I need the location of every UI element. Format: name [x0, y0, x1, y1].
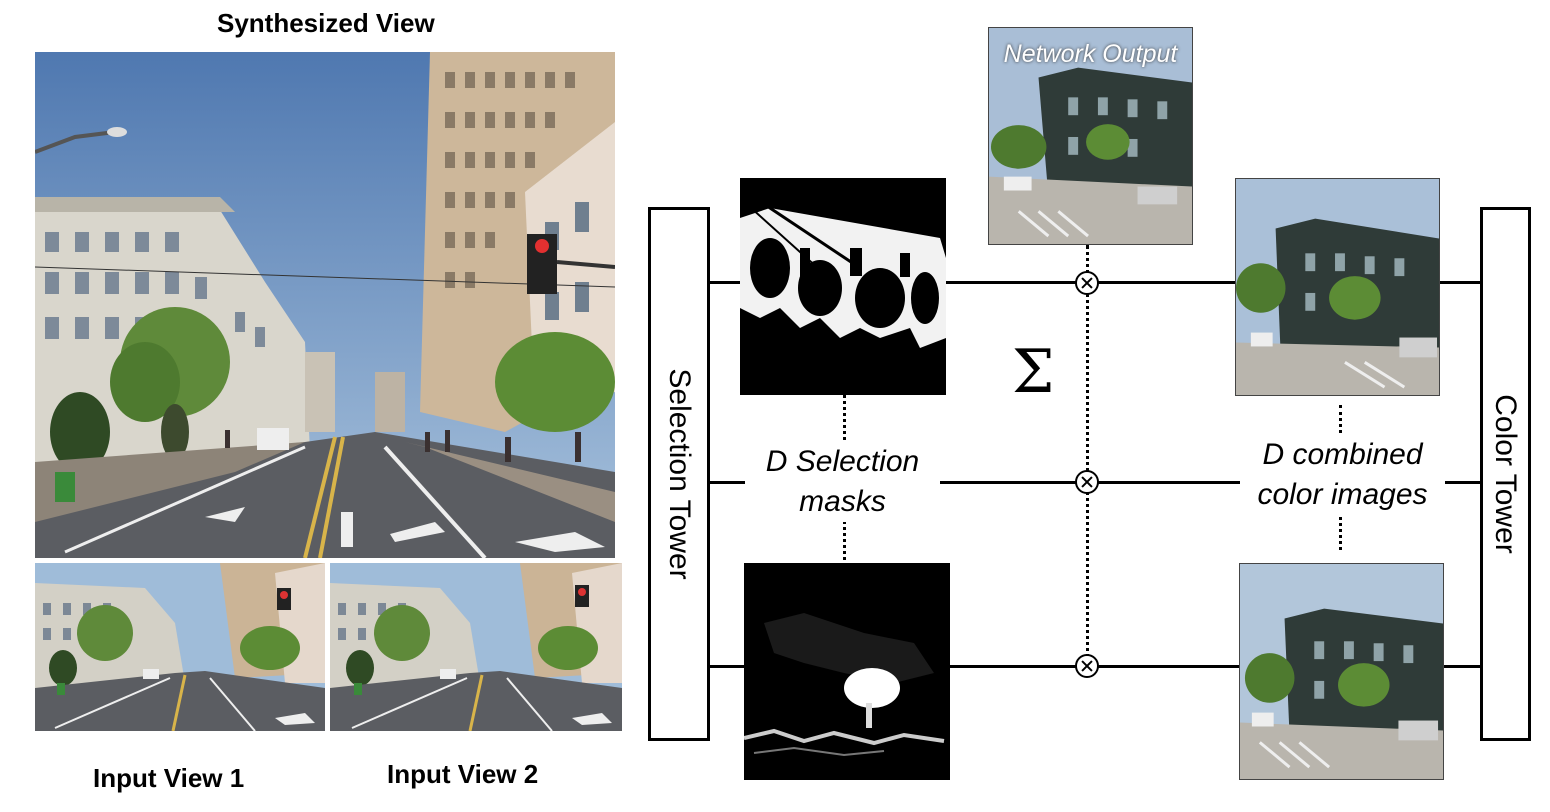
sum-symbol: Σ	[1012, 337, 1055, 407]
output-dots	[1086, 245, 1089, 665]
mask-dots-lower	[843, 515, 846, 560]
synthesized-view-title: Synthesized View	[217, 8, 435, 38]
color-dots-upper	[1339, 405, 1342, 445]
color-tower-label: Color Tower	[1489, 394, 1522, 554]
combined-images-label: D combined color images	[1240, 435, 1445, 515]
selection-mask-2	[744, 563, 950, 780]
synthesized-view-image	[35, 52, 615, 558]
multiply-operator-bottom	[1075, 654, 1099, 678]
input-view-1-image	[35, 563, 325, 731]
selection-tower-label: Selection Tower	[663, 368, 696, 580]
selection-masks-label-line2: masks	[799, 485, 886, 518]
network-output-image: Network Output	[988, 27, 1193, 245]
combined-images-label-line2: color images	[1257, 478, 1428, 511]
network-output-label: Network Output	[1003, 40, 1178, 68]
selection-masks-label: D Selection masks	[745, 442, 940, 522]
input-view-2-image	[330, 563, 622, 731]
selection-masks-label-line1: D Selection	[765, 445, 920, 478]
combined-color-image-2	[1239, 563, 1444, 780]
mask-dots-upper	[843, 395, 846, 440]
input-view-1-label: Input View 1	[93, 763, 245, 793]
multiply-operator-top	[1075, 271, 1099, 295]
selection-tower-box	[648, 207, 710, 741]
color-tower-box	[1480, 207, 1531, 741]
input-view-2-label: Input View 2	[387, 759, 539, 789]
multiply-operator-middle	[1075, 470, 1099, 494]
combined-images-label-line1: D combined	[1262, 438, 1423, 471]
color-dots-lower	[1339, 510, 1342, 550]
combined-color-image-1	[1235, 178, 1440, 396]
selection-mask-1	[740, 178, 946, 395]
